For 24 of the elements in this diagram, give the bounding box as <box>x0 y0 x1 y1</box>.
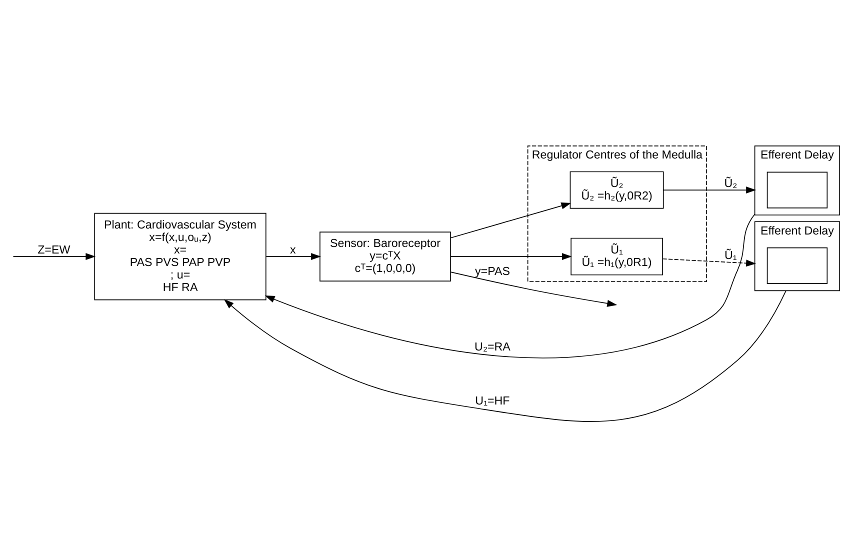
node-box <box>766 246 828 284</box>
arrow <box>12 252 96 260</box>
node-box <box>766 171 828 208</box>
arrow <box>663 186 756 194</box>
arrow <box>450 202 572 238</box>
cluster: Efferent Delay <box>754 145 840 215</box>
arrow <box>266 252 322 260</box>
edge-label: U₂=RA <box>474 340 510 354</box>
edge-label: U₁=HF <box>475 394 510 408</box>
arrow <box>224 290 786 422</box>
node-box: Plant: Cardiovascular System x=f(x,u,oᵤ,z) x= PAS PVS PAP PVP ; u= HF RA <box>94 212 266 300</box>
arrow <box>450 252 572 260</box>
cluster: Efferent Delay <box>754 220 840 291</box>
node-box: Ũ₁ Ũ₁ =h₁(y,0R1) <box>570 237 663 275</box>
edge-label: x <box>290 242 296 256</box>
node-box: Ũ₂ Ũ₂ =h₂(y,0R2) <box>570 170 664 208</box>
edge-label: y=PAS <box>474 264 510 278</box>
arrow <box>264 213 756 358</box>
arrow <box>450 271 618 306</box>
edge-label: Ũ₂ <box>724 176 738 190</box>
edge-label: Ũ₁ <box>724 248 737 262</box>
arrow <box>662 258 756 266</box>
edge-label: Z=EW <box>38 242 70 256</box>
node-box: Sensor: Baroreceptor y=cᵀX cᵀ=(1,0,0,0) <box>320 231 451 281</box>
